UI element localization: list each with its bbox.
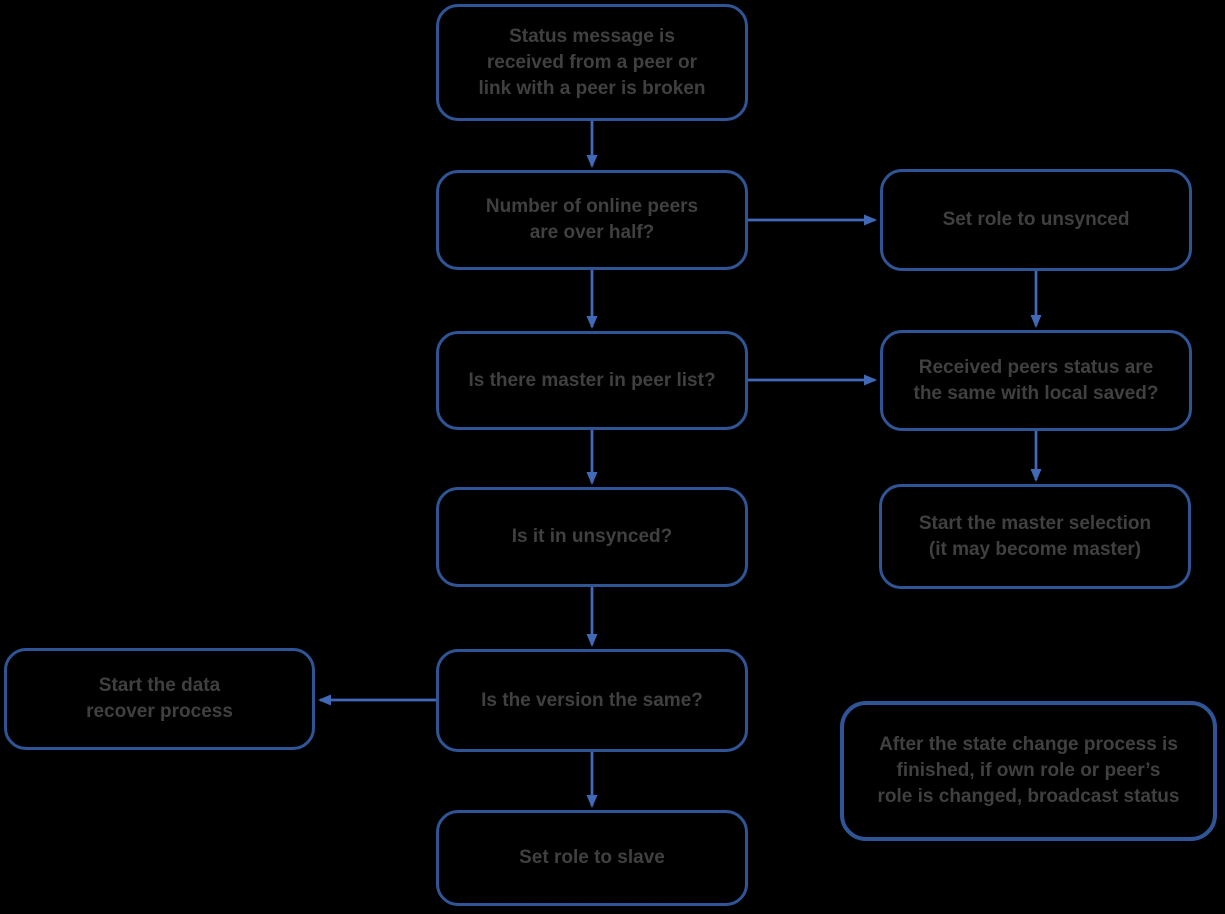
node-set-role-slave: Set role to slave: [436, 810, 748, 906]
node-is-it-in-unsynced: Is it in unsynced?: [436, 487, 748, 587]
node-start-master-selection: Start the master selection (it may becom…: [879, 484, 1191, 589]
node-peers-status-same: Received peers status are the same with …: [880, 330, 1192, 431]
node-is-version-same: Is the version the same?: [436, 649, 748, 752]
node-set-role-unsynced: Set role to unsynced: [880, 169, 1192, 271]
node-master-in-peer-list: Is there master in peer list?: [436, 331, 748, 430]
node-status-message-received: Status message is received from a peer o…: [436, 4, 748, 121]
node-peers-over-half: Number of online peers are over half?: [436, 170, 748, 270]
node-broadcast-status-note: After the state change process is finish…: [840, 701, 1217, 841]
node-start-data-recover: Start the data recover process: [4, 648, 315, 750]
